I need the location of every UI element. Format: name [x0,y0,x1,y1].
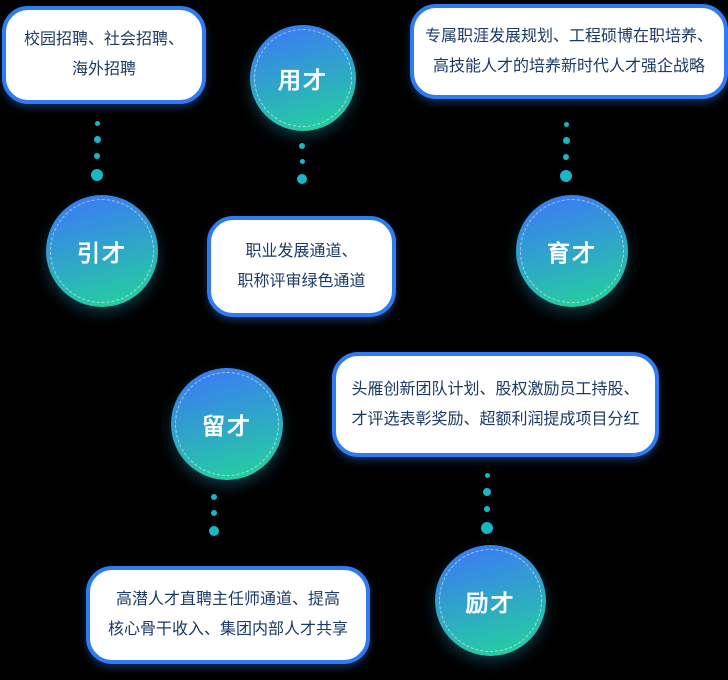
node-yongcai-label: 用才 [278,67,328,93]
node-yongcai: 用才 [250,25,356,131]
connector-dots-incentive-licai [479,473,495,534]
node-yincai-label: 引才 [77,240,127,266]
bubble-retain: 高潜人才直聘主任师通道、提高 核心骨干收入、集团内部人才共享 [86,566,370,664]
connector-dots-recruit-yincai [89,121,105,181]
bubble-develop: 专属职涯发展规划、工程硕博在职培养、 高技能人才的培养新时代人才强企战略 [410,4,728,99]
dot [94,153,100,159]
node-licai-label: 励才 [465,589,516,616]
dot [484,506,490,512]
dot [93,136,101,143]
node-liucai: 留才 [171,368,283,480]
dot [211,494,217,500]
bubble-incentive: 头雁创新团队计划、股权激励员工持股、 才评选表彰奖励、超额利润提成项目分红 [332,352,659,457]
connector-dots-liucai-retain [206,494,222,536]
dot [483,488,491,496]
dot [563,154,569,160]
node-yincai: 引才 [46,195,158,307]
dot [211,510,217,516]
node-yucai: 育才 [516,195,628,307]
connector-dots-yongcai-career [294,143,310,184]
dot [299,143,305,149]
bubble-recruit: 校园招聘、社会招聘、 海外招聘 [2,6,206,104]
dot [562,137,570,144]
bubble-recruit-line-2: 海外招聘 [71,61,136,78]
bubble-incentive-line-2: 才评选表彰奖励、超额利润提成项目分红 [351,410,640,428]
dot [94,121,100,126]
dot [299,159,305,164]
node-liucai-label: 留才 [202,413,252,439]
dot [484,473,490,478]
bubble-develop-line-2: 高技能人才的培养新时代人才强企战略 [432,57,705,75]
dot [297,174,307,184]
bubble-career: 职业发展通道、 职称评审绿色通道 [207,216,396,317]
node-yucai-label: 育才 [547,240,597,266]
dot [560,170,572,182]
dot [563,122,569,127]
dot [481,522,493,534]
node-licai: 励才 [435,545,546,656]
dot [91,169,103,181]
bubble-career-line-1: 职业发展通道、 [245,242,358,260]
bubble-career-line-2: 职称评审绿色通道 [237,272,366,290]
dot [209,526,219,536]
bubble-retain-line-1: 高潜人才直聘主任师通道、提高 [115,591,340,608]
bubble-develop-line-1: 专属职涯发展规划、工程硕博在职培养、 [425,27,714,45]
bubble-retain-line-2: 核心骨干收入、集团内部人才共享 [107,621,348,638]
connector-dots-develop-yucai [558,122,574,182]
bubble-incentive-line-1: 头雁创新团队计划、股权激励员工持股、 [351,380,640,398]
bubble-recruit-line-1: 校园招聘、社会招聘、 [23,31,184,48]
